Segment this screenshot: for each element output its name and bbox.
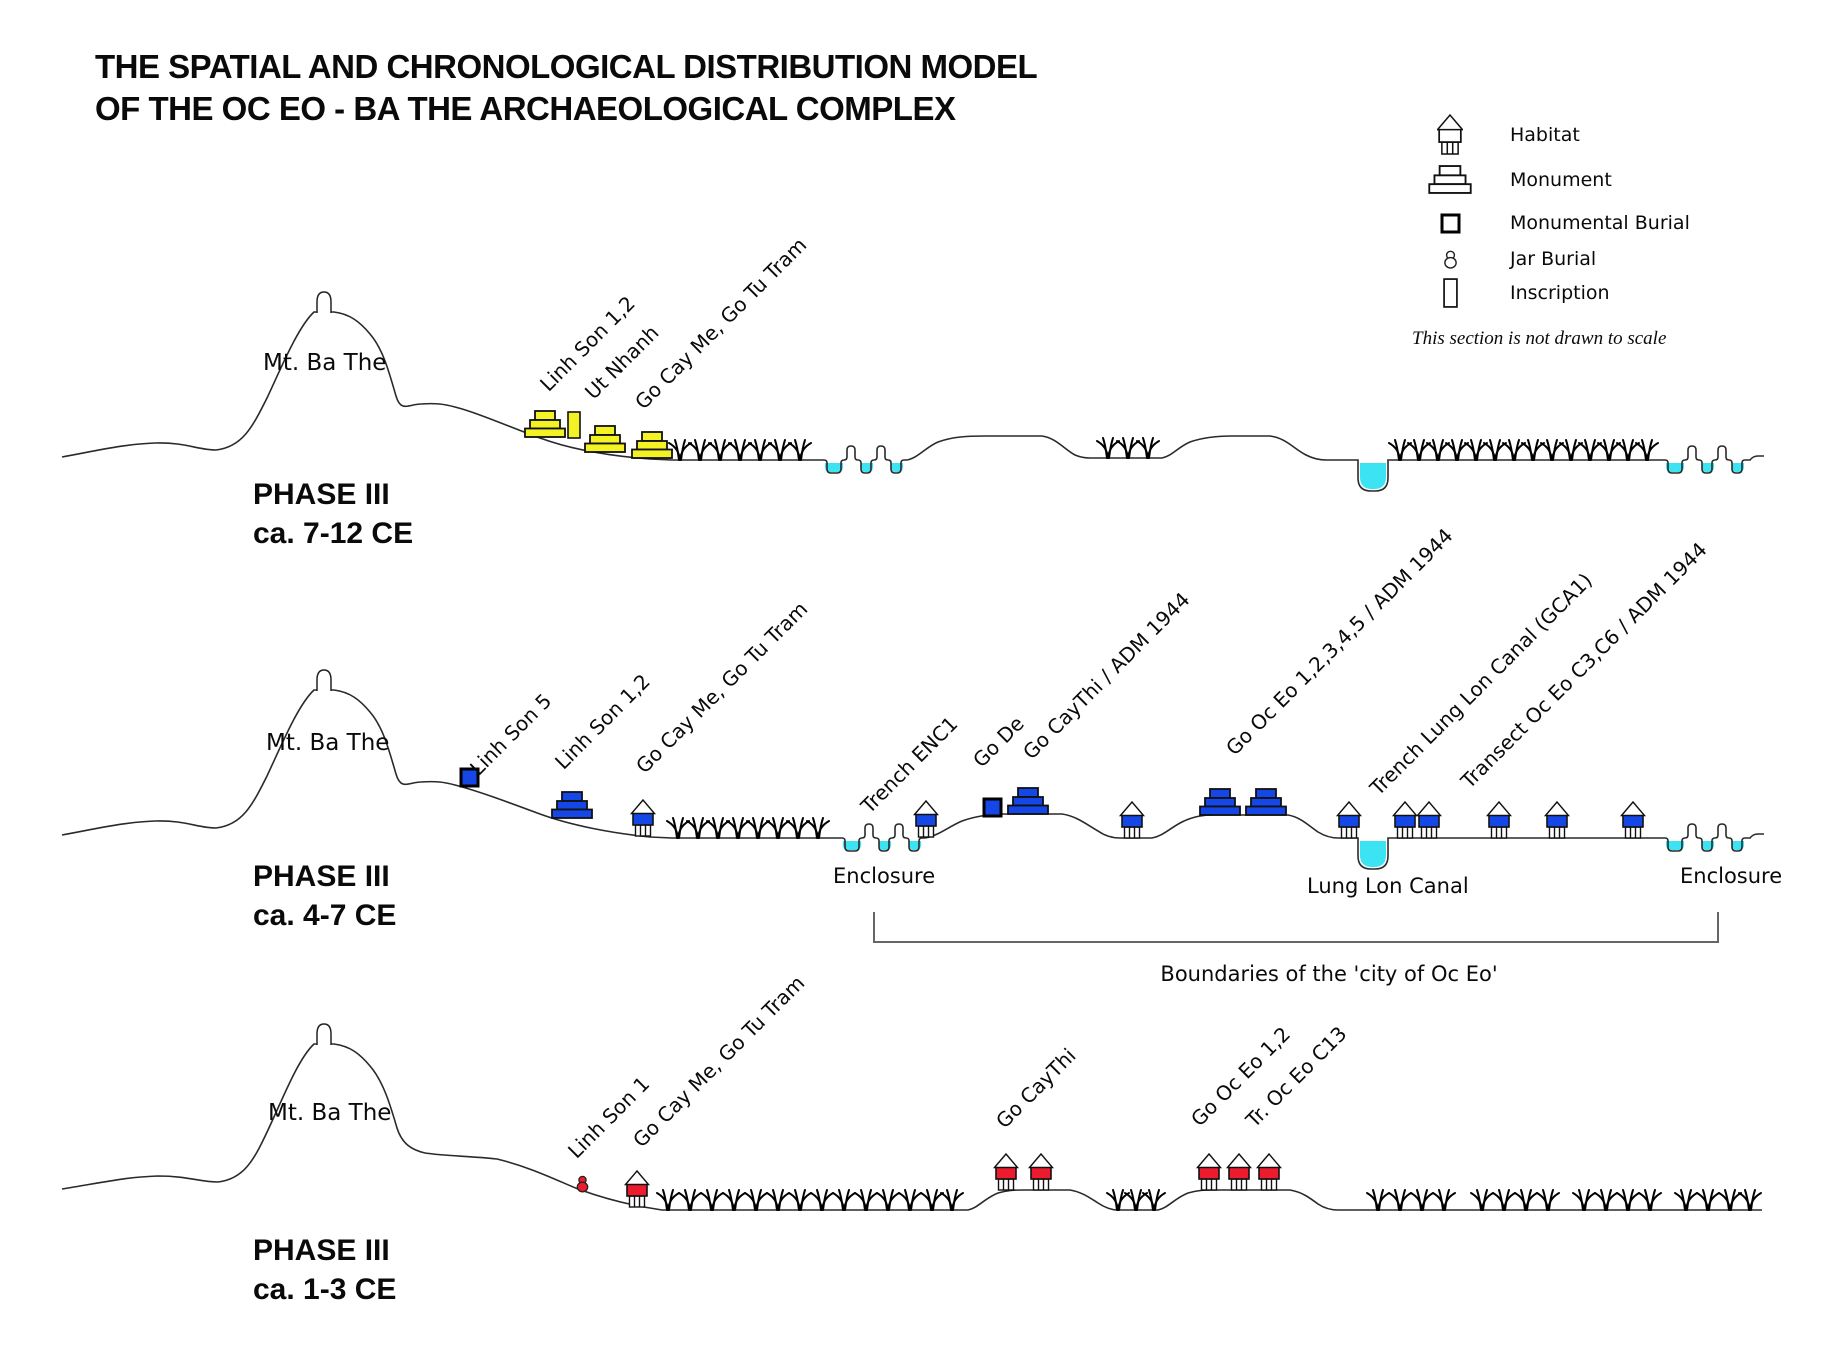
- habitat-icon: [630, 799, 656, 837]
- canal-label: Lung Lon Canal: [1307, 874, 1469, 898]
- inscription-icon: [1422, 278, 1478, 308]
- legend-row-monument: Monument: [1422, 157, 1822, 202]
- enclosure-left-label: Enclosure: [833, 864, 936, 888]
- monumental-burial-icon: [1422, 213, 1478, 234]
- habitat-icon: [1256, 1153, 1282, 1191]
- era-label: ca. 1-3 CE: [253, 1273, 397, 1306]
- boundary-label: Boundaries of the 'city of Oc Eo': [1160, 962, 1498, 986]
- mountain-stupa-icon: [316, 291, 332, 314]
- terrain-profile-phase-7-12: [1748, 455, 1764, 461]
- mountain-label: Mt. Ba The: [268, 1100, 392, 1126]
- habitat-icon: [1416, 801, 1442, 839]
- habitat-icon: [1392, 801, 1418, 839]
- habitat-icon: [1336, 801, 1362, 839]
- mountain-stupa-icon: [316, 1023, 332, 1046]
- mountain-stupa-icon: [316, 669, 332, 692]
- habitat-icon: [1422, 113, 1478, 156]
- monument-icon: [551, 791, 593, 819]
- monumental-burial-icon: [982, 797, 1003, 818]
- legend-label: Inscription: [1510, 282, 1610, 304]
- habitat-icon: [1196, 1153, 1222, 1191]
- legend-label: Monument: [1510, 168, 1612, 191]
- phase-label: PHASE III: [253, 860, 390, 893]
- jar-burial-icon: [576, 1175, 589, 1193]
- scale-note: This section is not drawn to scale: [1412, 328, 1667, 349]
- era-label: ca. 7-12 CE: [253, 517, 414, 550]
- water-pools-icon: [1662, 445, 1749, 474]
- boundary-bracket: [873, 912, 1719, 943]
- legend-row-habitat: Habitat: [1422, 112, 1822, 157]
- habitat-icon: [1028, 1153, 1054, 1191]
- habitat-icon: [993, 1153, 1019, 1191]
- grass-field: [656, 1189, 1762, 1211]
- jar-burial-icon: [1422, 250, 1478, 269]
- legend: Habitat Monument Monumental Burial Jar B…: [1422, 112, 1822, 312]
- terrain-profile-phase-1-3: [61, 1043, 1762, 1211]
- habitat-icon: [1119, 801, 1145, 839]
- inscription-icon: [567, 411, 581, 439]
- habitat-icon: [1486, 801, 1512, 839]
- monument-icon: [1007, 787, 1049, 815]
- terrain-profile-phase-7-12: [61, 311, 822, 461]
- era-label: ca. 4-7 CE: [253, 899, 397, 932]
- terrain-profile-phase-4-7: [61, 689, 840, 839]
- terrain-profile-phase-4-7: [1748, 833, 1764, 839]
- mountain-label: Mt. Ba The: [266, 730, 390, 756]
- water-pools-icon: [821, 445, 908, 474]
- grass-field: [666, 817, 830, 839]
- legend-row-monumental-burial: Monumental Burial: [1422, 202, 1822, 244]
- mountain-label: Mt. Ba The: [263, 350, 387, 376]
- monument-icon: [584, 425, 626, 453]
- habitat-icon: [1544, 801, 1570, 839]
- canal-water: [1360, 463, 1386, 489]
- habitat-icon: [913, 800, 939, 838]
- monument-icon: [1422, 165, 1478, 194]
- legend-label: Habitat: [1510, 123, 1580, 146]
- water-pools-icon: [1662, 823, 1749, 852]
- phase-7-12-symbols: [524, 410, 673, 459]
- monument-icon: [1245, 788, 1287, 816]
- legend-label: Monumental Burial: [1510, 212, 1690, 234]
- legend-row-jar-burial: Jar Burial: [1422, 244, 1822, 274]
- water-pools-icon: [839, 823, 926, 852]
- legend-label: Jar Burial: [1510, 248, 1597, 270]
- page-title-line1: THE SPATIAL AND CHRONOLOGICAL DISTRIBUTI…: [95, 48, 1038, 85]
- grass-field: [668, 437, 1659, 461]
- habitat-icon: [1226, 1153, 1252, 1191]
- enclosure-right-label: Enclosure: [1680, 864, 1783, 888]
- canal-water: [1360, 841, 1386, 867]
- terrain-profile-phase-7-12: [906, 435, 1663, 492]
- monument-icon: [524, 410, 566, 438]
- page-title-line2: OF THE OC EO - BA THE ARCHAEOLOGICAL COM…: [95, 90, 956, 127]
- monument-icon: [631, 431, 673, 459]
- monument-icon: [1199, 788, 1241, 816]
- phase-label: PHASE III: [253, 1234, 390, 1267]
- habitat-icon: [624, 1170, 650, 1208]
- phase-label: PHASE III: [253, 478, 390, 511]
- habitat-icon: [1620, 801, 1646, 839]
- legend-row-inscription: Inscription: [1422, 274, 1822, 312]
